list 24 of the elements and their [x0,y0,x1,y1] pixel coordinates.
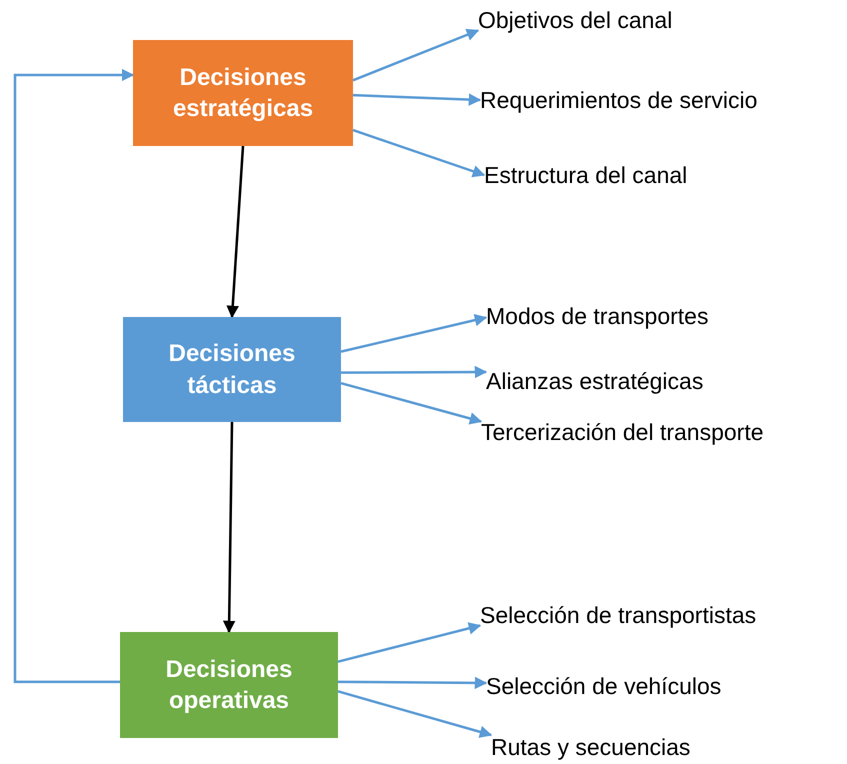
node-label: Tercerización del transporte [481,417,764,447]
node-label: Modos de transportes [486,301,708,331]
arrow [226,146,244,318]
decision-box: Decisiones tácticas [123,317,341,422]
node-label: Requerimientos de servicio [480,85,758,115]
arrow [352,28,480,82]
node-label: Selección de transportistas [480,600,756,630]
arrow [341,366,488,378]
arrow [338,690,492,738]
arrow [222,422,236,634]
arrow [338,622,482,663]
decision-box: Decisiones estratégicas [133,40,353,146]
arrow [352,93,482,106]
arrow [352,128,486,178]
decision-box: Decisiones operativas [120,632,338,738]
arrow [340,382,482,425]
node-label: Selección de vehículos [486,671,722,701]
node-label: Objetivos del canal [478,5,672,35]
node-label: Alianzas estratégicas [486,366,704,396]
arrow [338,676,488,690]
node-label: Estructura del canal [484,160,688,190]
arrow [14,68,134,684]
node-label: Rutas y secuencias [491,732,690,762]
arrow [340,314,488,353]
